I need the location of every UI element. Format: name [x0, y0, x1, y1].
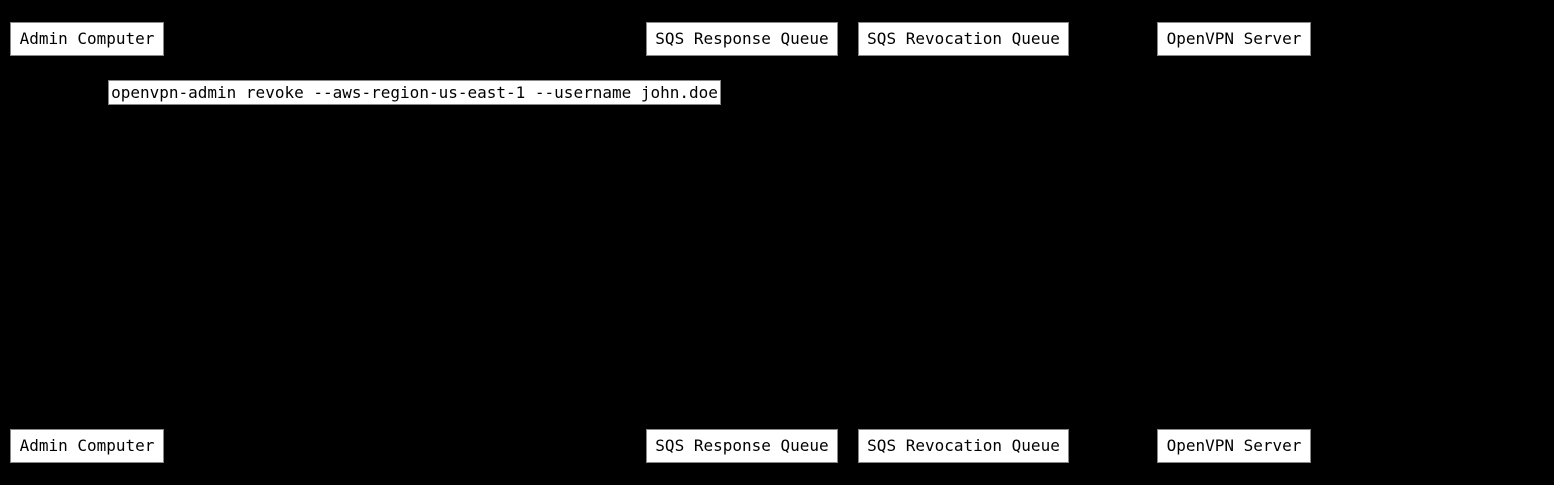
message-label-revoke-command: openvpn-admin revoke --aws-region-us-eas…: [108, 80, 721, 105]
actor-box-sqs-response-queue-top: SQS Response Queue: [646, 22, 838, 56]
actor-box-sqs-revocation-queue-top: SQS Revocation Queue: [858, 22, 1069, 56]
actor-box-sqs-response-queue-bottom: SQS Response Queue: [646, 429, 838, 463]
actor-box-sqs-revocation-queue-bottom: SQS Revocation Queue: [858, 429, 1069, 463]
actor-box-openvpn-server-bottom: OpenVPN Server: [1157, 429, 1311, 463]
actor-box-admin-computer-bottom: Admin Computer: [10, 429, 164, 463]
actor-box-openvpn-server-top: OpenVPN Server: [1157, 22, 1311, 56]
actor-box-admin-computer-top: Admin Computer: [10, 22, 164, 56]
